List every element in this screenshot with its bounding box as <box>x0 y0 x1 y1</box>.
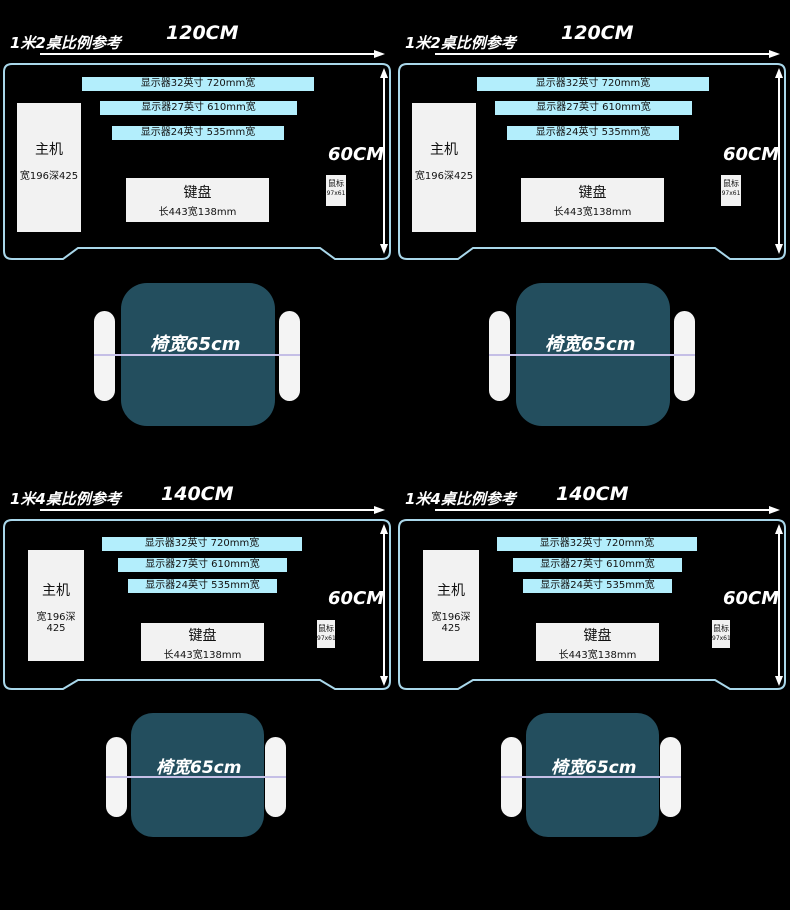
desk-outline <box>398 519 786 690</box>
chair-width-label: 椅宽65cm <box>156 758 242 778</box>
desk-outline <box>3 519 391 690</box>
desk-width-label: 120CM <box>561 22 634 44</box>
pc-tower-dims: 宽196深425 <box>36 612 76 634</box>
desk-width-arrow <box>40 50 385 58</box>
keyboard-dims: 长443宽138mm <box>558 650 637 661</box>
pc-tower: 主机 宽196深425 <box>412 103 476 232</box>
keyboard: 键盘 长443宽138mm <box>521 178 664 222</box>
mouse-label: 鼠标 <box>318 624 334 633</box>
mouse-dims: 97x61 <box>721 190 741 197</box>
desk-depth-label: 60CM <box>328 588 385 609</box>
chair-width-line <box>106 776 286 778</box>
desk-outline <box>3 63 391 260</box>
desk-depth-label: 60CM <box>328 144 385 165</box>
mouse: 鼠标 97x61 <box>326 175 346 206</box>
chair-width-label: 椅宽65cm <box>545 334 636 355</box>
chair-width-line <box>501 776 681 778</box>
keyboard: 键盘 长443宽138mm <box>536 623 659 661</box>
desk-width-label: 140CM <box>161 483 234 505</box>
keyboard-dims: 长443宽138mm <box>158 207 237 218</box>
pc-tower-dims: 宽196深425 <box>414 171 474 182</box>
pc-tower-label: 主机 <box>437 583 465 599</box>
panel-title: 1米2桌比例参考 <box>10 34 121 52</box>
layout-panel-140cm-left: 1米4桌比例参考 140CM 60CM 显示器32英寸 720mm宽 显示器27… <box>0 460 395 910</box>
desk-depth-arrow <box>775 68 783 254</box>
pc-tower-label: 主机 <box>430 142 458 158</box>
desk-depth-arrow <box>775 524 783 686</box>
mouse-label: 鼠标 <box>713 624 729 633</box>
chair-left-armrest <box>489 311 510 401</box>
desk-width-arrow <box>40 506 385 514</box>
keyboard-dims: 长443宽138mm <box>553 207 632 218</box>
monitor-27-inch: 显示器27英寸 610mm宽 <box>495 101 692 115</box>
chair-right-armrest <box>279 311 300 401</box>
keyboard-dims: 长443宽138mm <box>163 650 242 661</box>
desk-width-arrow <box>435 50 780 58</box>
chair-seat <box>526 713 659 837</box>
desk-depth-label: 60CM <box>723 144 780 165</box>
monitor-27-inch: 显示器27英寸 610mm宽 <box>118 558 287 572</box>
layout-panel-120cm-right: 1米2桌比例参考 120CM 60CM 显示器32英寸 720mm宽 显示器27… <box>395 0 790 450</box>
pc-tower-dims: 宽196深425 <box>431 612 471 634</box>
monitor-32-inch: 显示器32英寸 720mm宽 <box>82 77 314 91</box>
mouse: 鼠标 97x61 <box>721 175 741 206</box>
chair-width-line <box>489 354 695 356</box>
mouse-dims: 97x61 <box>326 190 346 197</box>
keyboard: 键盘 长443宽138mm <box>141 623 264 661</box>
desk-depth-arrow <box>380 524 388 686</box>
monitor-24-inch: 显示器24英寸 535mm宽 <box>128 579 277 593</box>
pc-tower-label: 主机 <box>42 583 70 599</box>
monitor-32-inch: 显示器32英寸 720mm宽 <box>477 77 709 91</box>
keyboard-label: 键盘 <box>188 628 217 644</box>
panel-title: 1米4桌比例参考 <box>405 490 516 508</box>
keyboard-label: 键盘 <box>183 185 212 201</box>
mouse-label: 鼠标 <box>723 179 739 188</box>
keyboard-label: 键盘 <box>583 628 612 644</box>
desk-depth-arrow <box>380 68 388 254</box>
mouse-label: 鼠标 <box>328 179 344 188</box>
pc-tower: 主机 宽196深425 <box>17 103 81 232</box>
layout-panel-120cm-left: 1米2桌比例参考 120CM 60CM 显示器32英寸 720mm宽 显示器27… <box>0 0 395 450</box>
monitor-24-inch: 显示器24英寸 535mm宽 <box>507 126 679 140</box>
panel-title: 1米4桌比例参考 <box>10 490 121 508</box>
chair-seat <box>131 713 264 837</box>
mouse: 鼠标 97x61 <box>712 620 731 648</box>
chair-width-label: 椅宽65cm <box>551 758 637 778</box>
monitor-27-inch: 显示器27英寸 610mm宽 <box>513 558 682 572</box>
desk-width-arrow <box>435 506 780 514</box>
mouse-dims: 97x61 <box>317 635 336 642</box>
pc-tower: 主机 宽196深425 <box>28 550 84 661</box>
pc-tower-dims: 宽196深425 <box>19 171 79 182</box>
pc-tower-label: 主机 <box>35 142 63 158</box>
mouse: 鼠标 97x61 <box>317 620 336 648</box>
mouse-dims: 97x61 <box>712 635 731 642</box>
monitor-32-inch: 显示器32英寸 720mm宽 <box>102 537 302 551</box>
monitor-24-inch: 显示器24英寸 535mm宽 <box>523 579 672 593</box>
chair-left-armrest <box>94 311 115 401</box>
desk-width-label: 140CM <box>556 483 629 505</box>
monitor-24-inch: 显示器24英寸 535mm宽 <box>112 126 284 140</box>
desk-outline <box>398 63 786 260</box>
desk-width-label: 120CM <box>166 22 239 44</box>
monitor-27-inch: 显示器27英寸 610mm宽 <box>100 101 297 115</box>
keyboard-label: 键盘 <box>578 185 607 201</box>
layout-panel-140cm-right: 1米4桌比例参考 140CM 60CM 显示器32英寸 720mm宽 显示器27… <box>395 460 790 910</box>
chair-width-label: 椅宽65cm <box>150 334 241 355</box>
monitor-32-inch: 显示器32英寸 720mm宽 <box>497 537 697 551</box>
chair-right-armrest <box>674 311 695 401</box>
panel-title: 1米2桌比例参考 <box>405 34 516 52</box>
chair-width-line <box>94 354 300 356</box>
pc-tower: 主机 宽196深425 <box>423 550 479 661</box>
desk-depth-label: 60CM <box>723 588 780 609</box>
keyboard: 键盘 长443宽138mm <box>126 178 269 222</box>
